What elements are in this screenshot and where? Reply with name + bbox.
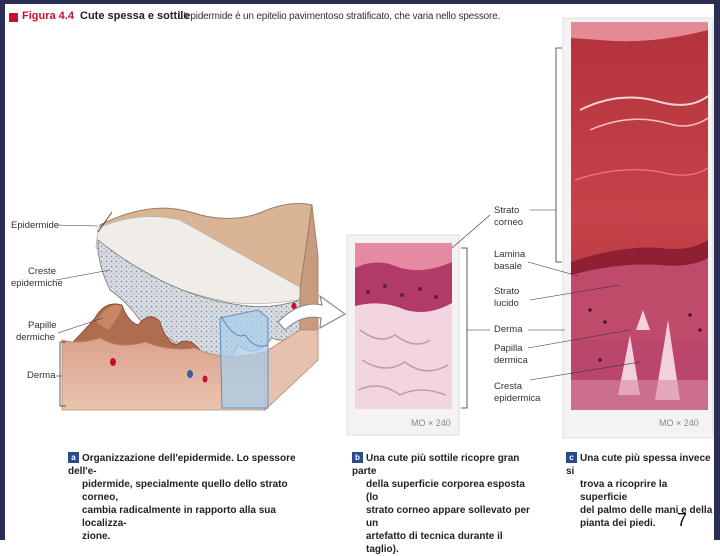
figure-caption: L'epidermide è un epitelio pavimentoso s…	[178, 11, 501, 22]
label-papille-line1: Papille	[28, 320, 57, 331]
caption-c-line1: Una cute più spessa invece si	[566, 453, 711, 477]
label-lamina-basale-1: Lamina	[494, 249, 526, 260]
caption-letter-a: a	[68, 452, 79, 463]
label-derma-a: Derma	[27, 370, 56, 381]
label-strato-lucido-1: Strato	[494, 286, 520, 297]
frame-top-border	[0, 0, 720, 4]
caption-a-line3: cambia radicalmente in rapporto alla sua…	[82, 505, 276, 529]
label-papilla-2: dermica	[494, 355, 528, 366]
caption-c-line4: pianta dei piedi.	[580, 518, 656, 529]
figure-label: Figura 4.4	[22, 10, 74, 22]
caption-a-line4: zione.	[82, 531, 111, 542]
caption-letter-c: c	[566, 452, 577, 463]
skin-block-diagram	[59, 203, 347, 411]
figure-title: Cute spessa e sottile	[80, 10, 190, 22]
label-strato-lucido-2: lucido	[494, 298, 519, 309]
thick-skin-micrograph	[562, 17, 714, 439]
label-lamina-basale-2: basale	[494, 261, 522, 272]
label-cresta-2: epidermica	[494, 393, 541, 404]
page-number: 7	[677, 510, 688, 530]
caption-b-line1: Una cute più sottile ricopre gran parte	[352, 453, 520, 477]
magnification-b: MO × 240	[411, 418, 451, 428]
frame-left-border	[0, 0, 5, 540]
magnification-c: MO × 240	[659, 418, 699, 428]
caption-c-line2: trova a ricoprire la superficie	[580, 479, 668, 503]
label-derma-b: Derma	[494, 324, 523, 335]
thin-skin-micrograph	[346, 234, 460, 436]
label-strato-corneo-1: Strato	[494, 205, 520, 216]
caption-letter-b: b	[352, 452, 363, 463]
caption-c-line3: del palmo delle mani e della	[580, 505, 713, 516]
caption-a-line1: Organizzazione dell'epidermide. Lo spess…	[68, 453, 296, 477]
label-cresta-1: Cresta	[494, 381, 522, 392]
caption-b-line3: strato corneo appare sollevato per un	[366, 505, 530, 529]
label-papille-line2: dermiche	[16, 332, 56, 343]
caption-a-line2: pidermide, specialmente quello dello str…	[82, 479, 288, 503]
label-papilla-1: Papilla	[494, 343, 523, 354]
figure-marker	[9, 13, 18, 22]
label-epidermide: Epidermide	[11, 220, 60, 231]
frame-right-border	[714, 0, 720, 540]
figure-illustrations	[55, 17, 714, 439]
label-creste-line1: Creste	[28, 266, 56, 277]
label-strato-corneo-2: corneo	[494, 217, 524, 228]
label-creste-line2: epidermiche	[11, 278, 63, 289]
caption-b-line4: artefatto di tecnica durante il taglio).	[366, 531, 503, 555]
caption-b-line2: della superficie corporea esposta (lo	[366, 479, 525, 503]
